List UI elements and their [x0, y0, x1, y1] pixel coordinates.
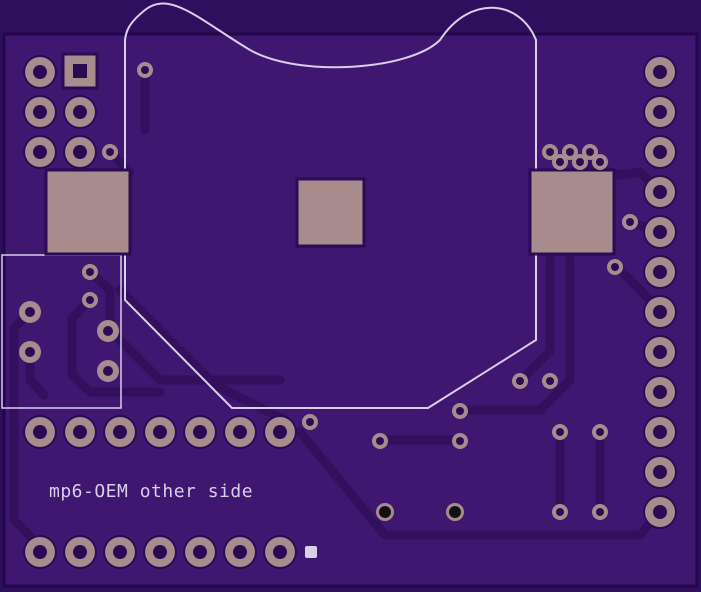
- smd-pad-right: [528, 168, 616, 256]
- pad-hole: [25, 307, 35, 317]
- pad-hole: [153, 425, 167, 439]
- via-hole: [456, 407, 464, 415]
- pad-hole: [653, 65, 667, 79]
- via-hole: [86, 296, 94, 304]
- pad-hole: [33, 425, 47, 439]
- via-hole: [456, 437, 464, 445]
- pad-hole: [653, 505, 667, 519]
- pad-hole: [33, 105, 47, 119]
- via-hole: [86, 268, 94, 276]
- trace: [67, 295, 165, 397]
- pad-hole: [653, 265, 667, 279]
- pad-hole: [653, 425, 667, 439]
- pad-hole: [33, 545, 47, 559]
- via-hole: [306, 418, 314, 426]
- via-hole: [376, 437, 384, 445]
- header-top-left: [61, 52, 99, 90]
- black-via-hole: [379, 506, 391, 518]
- vias: [82, 62, 638, 520]
- pad-hole: [193, 425, 207, 439]
- trace: [455, 255, 575, 415]
- pad-hole: [273, 425, 287, 439]
- via-hole: [546, 377, 554, 385]
- via-hole: [556, 508, 564, 516]
- battery-holder-outline: [124, 2, 537, 409]
- pad-hole: [653, 305, 667, 319]
- via-hole: [106, 148, 114, 156]
- silkscreen-label: mp6-OEM other side: [49, 481, 254, 502]
- via-hole: [576, 158, 584, 166]
- smd-pads: [44, 168, 616, 256]
- via-hole: [546, 148, 554, 156]
- pad-hole: [273, 545, 287, 559]
- via-hole: [566, 148, 574, 156]
- pad-hole: [653, 145, 667, 159]
- pad-hole: [73, 545, 87, 559]
- pad-hole: [153, 545, 167, 559]
- pad-hole: [73, 145, 87, 159]
- smd-pad-center: [295, 177, 366, 248]
- via-hole: [596, 158, 604, 166]
- pad-hole: [233, 425, 247, 439]
- trace: [515, 255, 555, 386]
- via-hole: [516, 377, 524, 385]
- pad-hole: [113, 425, 127, 439]
- pad-hole: [653, 225, 667, 239]
- pad-hole: [653, 385, 667, 399]
- via-hole: [556, 428, 564, 436]
- pad-hole: [25, 347, 35, 357]
- pad-hole: [113, 545, 127, 559]
- pad-hole: [653, 465, 667, 479]
- pad-hole: [73, 64, 87, 78]
- smd-pad-left: [44, 168, 132, 256]
- pad-hole: [653, 105, 667, 119]
- via-hole: [596, 508, 604, 516]
- pad-hole: [33, 145, 47, 159]
- pad-hole: [653, 345, 667, 359]
- pad-hole: [73, 425, 87, 439]
- pad-hole: [33, 65, 47, 79]
- via-hole: [596, 428, 604, 436]
- pin1-marker: [305, 546, 317, 558]
- via-hole: [586, 148, 594, 156]
- traces: [9, 65, 665, 541]
- black-via-hole: [449, 506, 461, 518]
- via-hole: [626, 218, 634, 226]
- pad-hole: [193, 545, 207, 559]
- pad-hole: [103, 366, 113, 376]
- via-hole: [141, 66, 149, 74]
- via-hole: [556, 158, 564, 166]
- pad-hole: [73, 105, 87, 119]
- pad-hole: [233, 545, 247, 559]
- pad-hole: [103, 326, 113, 336]
- pad-hole: [653, 185, 667, 199]
- through-hole-pads: [19, 55, 677, 569]
- via-hole: [611, 263, 619, 271]
- trace: [9, 307, 35, 541]
